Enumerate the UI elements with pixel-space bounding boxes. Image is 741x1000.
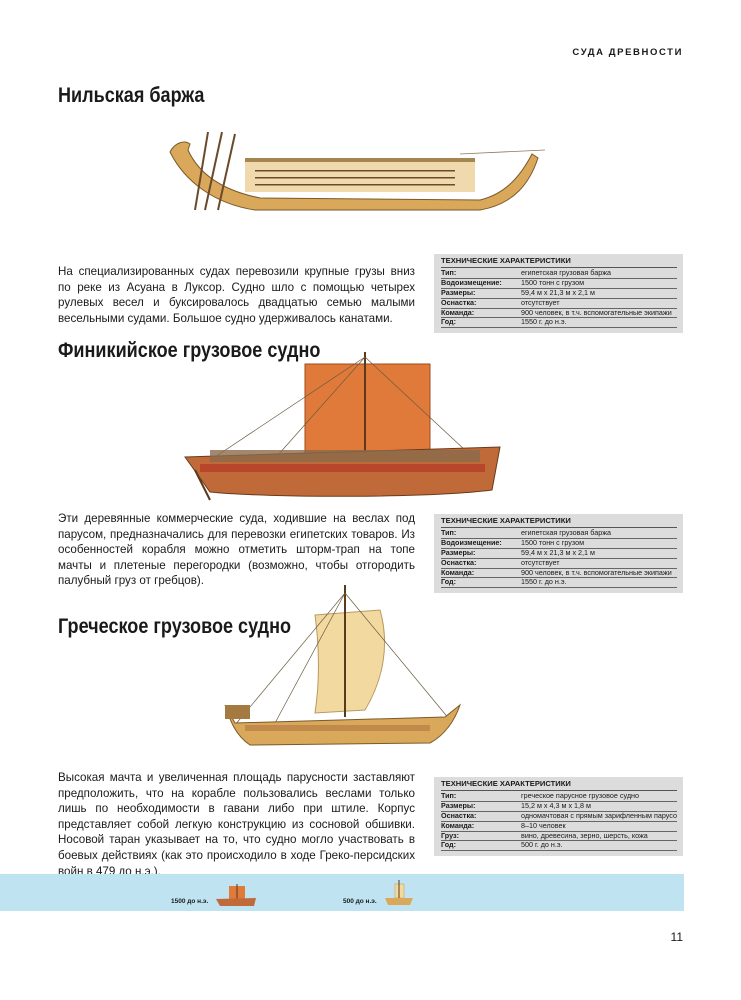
spec-value: отсутствует [521, 298, 560, 307]
spec-key: Размеры: [441, 287, 476, 297]
timeline-label-1500bc: 1500 до н.э. [171, 898, 209, 905]
spec-value: египетская грузовая баржа [521, 528, 611, 537]
spec-key: Груз: [441, 830, 459, 840]
spec-key: Год: [441, 577, 456, 587]
spec-row: Груз: вино, древесина, зерно, шерсть, кож… [441, 830, 677, 842]
nile-barge-illustration [169, 132, 545, 211]
page-number: 11 [670, 930, 683, 944]
section-title-nile-barge: Нильская баржа [58, 84, 205, 107]
spec-key: Команда: [441, 567, 475, 577]
spec-key: Команда: [441, 307, 475, 317]
spec-value: 900 человек, в т.ч. вспомогательные экип… [521, 308, 672, 317]
spec-value: 1550 г. до н.э. [521, 318, 567, 327]
spec-row: Размеры: 15,2 м x 4,3 м x 1,8 м [441, 800, 677, 812]
spec-row: Оснастка: одномачтовая с прямым зарифленн… [441, 810, 677, 822]
spec-row: Команда: 8–10 человек [441, 820, 677, 832]
spec-value: египетская грузовая баржа [521, 268, 611, 277]
phoenician-ship-illustration [184, 352, 501, 501]
spec-key: Водоизмещение: [441, 277, 502, 287]
greek-ship-description: Высокая мачта и увеличенная площадь пару… [58, 771, 415, 878]
spec-value: 8–10 человек [521, 821, 566, 830]
spec-key: Год: [441, 317, 456, 327]
nile-barge-specs: ТЕХНИЧЕСКИЕ ХАРАКТЕРИСТИКИ Тип: египетска… [434, 254, 683, 334]
spec-value: вино, древесина, зерно, шерсть, кожа [521, 831, 648, 840]
spec-row: Команда: 900 человек, в т.ч. вспомогатель… [441, 307, 677, 319]
timeline-greek-ship-icon [385, 880, 413, 905]
timeline-label-500bc: 500 до н.э. [343, 898, 377, 905]
specs-title: ТЕХНИЧЕСКИЕ ХАРАКТЕРИСТИКИ [441, 516, 677, 528]
spec-key: Оснастка: [441, 297, 477, 307]
spec-row: Год: 1550 г. до н.э. [441, 317, 677, 329]
spec-value: 59,4 м x 21,3 м x 2,1 м [521, 288, 595, 297]
spec-value: греческое парусное грузовое судно [521, 791, 639, 800]
timeline-phoenician-ship-icon [216, 884, 256, 906]
spec-row: Водоизмещение: 1500 тонн с грузом [441, 277, 677, 289]
nile-barge-description: На специализированных судах перевозили к… [58, 265, 415, 325]
spec-row: Оснастка: отсутствует [441, 557, 677, 569]
spec-row: Водоизмещение: 1500 тонн с грузом [441, 537, 677, 549]
spec-row: Год: 500 г. до н.э. [441, 840, 677, 852]
greek-ship-illustration [224, 585, 462, 746]
spec-key: Тип: [441, 267, 457, 277]
greek-ship-specs: ТЕХНИЧЕСКИЕ ХАРАКТЕРИСТИКИ Тип: греческое… [434, 777, 683, 857]
spec-key: Водоизмещение: [441, 537, 502, 547]
specs-title: ТЕХНИЧЕСКИЕ ХАРАКТЕРИСТИКИ [441, 256, 677, 268]
section-title-greek-ship: Греческое грузовое судно [58, 615, 292, 638]
running-header: СУДА ДРЕВНОСТИ [572, 47, 683, 58]
specs-title: ТЕХНИЧЕСКИЕ ХАРАКТЕРИСТИКИ [441, 779, 677, 791]
spec-value: отсутствует [521, 558, 560, 567]
spec-row: Тип: египетская грузовая баржа [441, 267, 677, 279]
spec-row: Команда: 900 человек, в т.ч. вспомогатель… [441, 567, 677, 579]
spec-key: Тип: [441, 527, 457, 537]
spec-row: Тип: греческое парусное грузовое судно [441, 790, 677, 802]
spec-key: Команда: [441, 820, 475, 830]
spec-row: Размеры: 59,4 м x 21,3 м x 2,1 м [441, 287, 677, 299]
spec-row: Тип: египетская грузовая баржа [441, 527, 677, 539]
spec-value: 15,2 м x 4,3 м x 1,8 м [521, 801, 591, 810]
spec-row: Размеры: 59,4 м x 21,3 м x 2,1 м [441, 547, 677, 559]
timeline-strip: 1500 до н.э. 500 до н.э. [0, 874, 684, 911]
spec-row: Год: 1550 г. до н.э. [441, 577, 677, 589]
spec-row: Оснастка: отсутствует [441, 297, 677, 309]
spec-value: 1550 г. до н.э. [521, 578, 567, 587]
spec-key: Размеры: [441, 800, 476, 810]
spec-value: 900 человек, в т.ч. вспомогательные экип… [521, 568, 672, 577]
spec-key: Тип: [441, 790, 457, 800]
spec-key: Год: [441, 840, 456, 850]
spec-value: 1500 тонн с грузом [521, 538, 585, 547]
spec-key: Размеры: [441, 547, 476, 557]
phoenician-ship-specs: ТЕХНИЧЕСКИЕ ХАРАКТЕРИСТИКИ Тип: египетска… [434, 514, 683, 594]
spec-value: одномачтовая с прямым зарифленным парусо… [521, 811, 677, 820]
spec-value: 1500 тонн с грузом [521, 278, 585, 287]
spec-value: 59,4 м x 21,3 м x 2,1 м [521, 548, 595, 557]
spec-key: Оснастка: [441, 557, 477, 567]
section-title-phoenician-ship: Финикийское грузовое судно [58, 339, 321, 362]
spec-value: 500 г. до н.э. [521, 841, 563, 850]
spec-key: Оснастка: [441, 810, 477, 820]
phoenician-ship-description: Эти деревянные коммерческие суда, ходивш… [58, 512, 415, 588]
